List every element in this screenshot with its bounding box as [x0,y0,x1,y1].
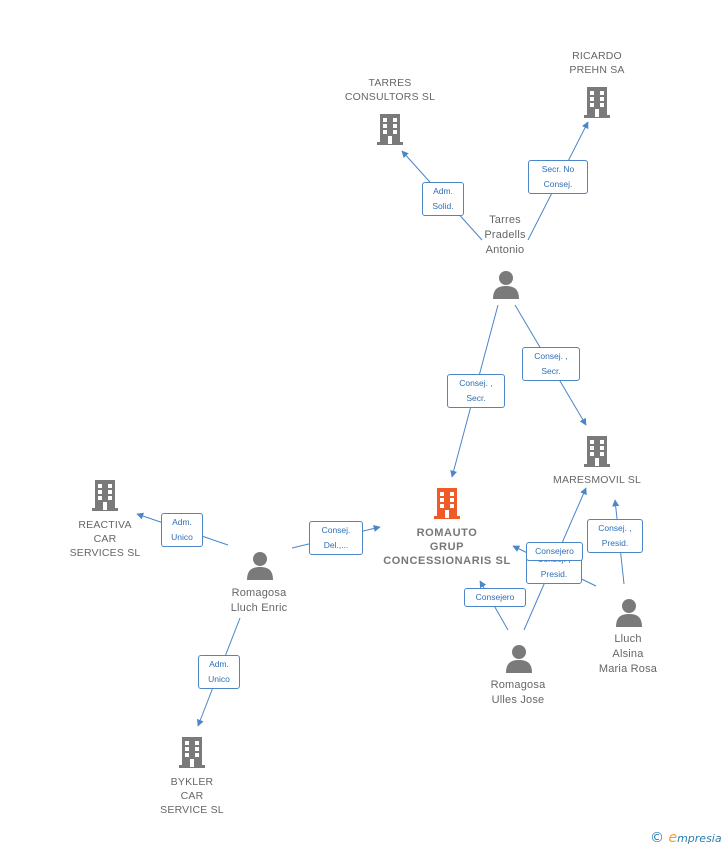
node-romagosa-ulles[interactable]: Romagosa Ulles Jose [473,644,563,710]
edge-label-consej-secr-romauto[interactable]: Consej. , Secr. [447,374,505,408]
node-lluch-alsina[interactable]: Lluch Alsina Maria Rosa [583,598,673,680]
person-icon [493,271,519,299]
person-icon [506,645,532,673]
building-icon [434,488,460,519]
edge-label-adm-unico-reactiva[interactable]: Adm. Unico [161,513,203,547]
node-maresmovil[interactable]: MARESMOVIL SL [537,434,657,494]
brand-name: mpresia [677,832,722,845]
building-icon [584,87,610,118]
edge-label-consej-del[interactable]: Consej. Del.,... [309,521,363,555]
node-tarres-pradells[interactable]: Tarres Pradells Antonio [460,213,550,303]
edge-label-secr-no-consej[interactable]: Secr. No Consej. [528,160,588,194]
node-label: MARESMOVIL SL [553,474,641,486]
edge-label-consejero-ulles[interactable]: Consejero [464,588,526,607]
brand-initial: e [668,830,678,846]
node-label: Lluch Alsina Maria Rosa [598,633,658,675]
person-icon [616,599,642,627]
node-romauto[interactable]: ROMAUTO GRUP CONCESSIONARIS SL [372,486,522,571]
person-icon [247,552,273,580]
edge-label-consej-secr-maresmovil[interactable]: Consej. , Secr. [522,347,580,381]
node-label: Tarres Pradells Antonio [484,214,526,256]
edge-label-consej-presid-maresmovil[interactable]: Consej. , Presid. [587,519,643,553]
node-label: ROMAUTO GRUP CONCESSIONARIS SL [383,527,511,567]
node-reactiva[interactable]: REACTIVA CAR SERVICES SL [45,478,165,568]
node-bykler[interactable]: BYKLER CAR SERVICE SL [132,735,252,825]
building-icon [377,114,403,145]
node-label: BYKLER CAR SERVICE SL [160,776,224,816]
copyright-icon: © [650,830,664,846]
node-ricardo-prehn[interactable]: RICARDO PREHN SA [537,49,657,124]
footer-brand: © empresia [650,830,722,846]
node-label: REACTIVA CAR SERVICES SL [69,519,141,559]
node-label: TARRES CONSULTORS SL [344,77,436,103]
node-label: RICARDO PREHN SA [569,50,625,76]
edge-label-consejero-lluch[interactable]: Consejero [526,542,583,561]
building-icon [179,737,205,768]
node-label: Romagosa Lluch Enric [230,587,288,614]
node-label: Romagosa Ulles Jose [490,679,546,706]
building-icon [92,480,118,511]
edge-label-adm-unico-bykler[interactable]: Adm. Unico [198,655,240,689]
node-tarres-consultors[interactable]: TARRES CONSULTORS SL [330,76,450,151]
building-icon [584,436,610,467]
node-romagosa-lluch[interactable]: Romagosa Lluch Enric [214,551,304,621]
edge-label-adm-solid[interactable]: Adm. Solid. [422,182,464,216]
